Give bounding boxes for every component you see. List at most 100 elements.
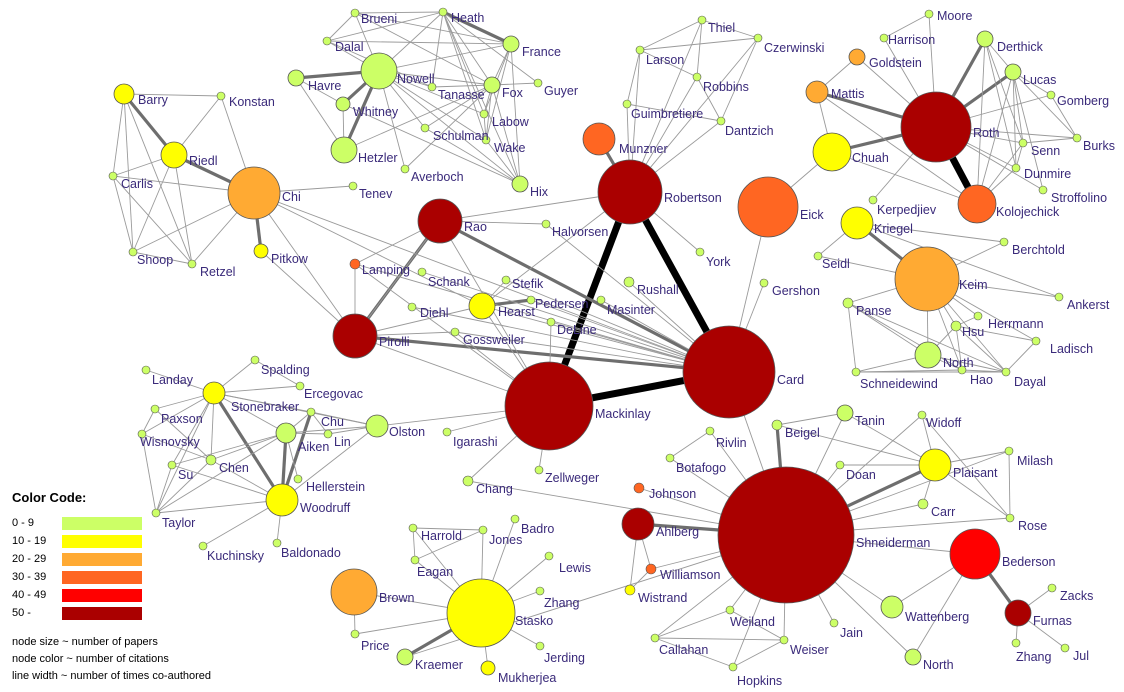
author-node[interactable]	[330, 136, 358, 164]
author-node[interactable]	[836, 404, 854, 422]
author-node[interactable]	[805, 80, 829, 104]
author-node[interactable]	[900, 91, 972, 163]
author-node[interactable]	[167, 460, 177, 470]
author-node[interactable]	[330, 568, 378, 616]
author-node[interactable]	[924, 9, 934, 19]
author-node[interactable]	[623, 276, 635, 288]
author-node[interactable]	[1054, 292, 1064, 302]
author-node[interactable]	[725, 605, 735, 615]
author-node[interactable]	[692, 72, 702, 82]
author-node[interactable]	[582, 122, 616, 156]
author-node[interactable]	[275, 422, 297, 444]
author-node[interactable]	[840, 206, 874, 240]
author-node[interactable]	[1004, 446, 1014, 456]
author-node[interactable]	[622, 99, 632, 109]
author-node[interactable]	[1018, 138, 1028, 148]
author-node[interactable]	[1011, 638, 1021, 648]
author-node[interactable]	[483, 76, 501, 94]
author-node[interactable]	[1047, 583, 1057, 593]
author-node[interactable]	[408, 523, 418, 533]
author-node[interactable]	[365, 414, 389, 438]
author-node[interactable]	[918, 448, 952, 482]
author-node[interactable]	[272, 538, 282, 548]
author-node[interactable]	[1001, 367, 1011, 377]
author-node[interactable]	[417, 198, 463, 244]
author-node[interactable]	[137, 429, 147, 439]
author-node[interactable]	[546, 317, 556, 327]
author-node[interactable]	[904, 648, 922, 666]
author-node[interactable]	[128, 247, 138, 257]
author-node[interactable]	[976, 30, 994, 48]
author-node[interactable]	[533, 78, 543, 88]
author-node[interactable]	[108, 171, 118, 181]
author-node[interactable]	[446, 578, 516, 648]
author-node[interactable]	[253, 243, 269, 259]
author-node[interactable]	[957, 184, 997, 224]
author-node[interactable]	[323, 429, 333, 439]
author-node[interactable]	[1038, 185, 1048, 195]
author-node[interactable]	[450, 327, 460, 337]
author-node[interactable]	[999, 237, 1009, 247]
author-node[interactable]	[265, 483, 299, 517]
author-node[interactable]	[914, 341, 942, 369]
author-node[interactable]	[468, 292, 496, 320]
author-node[interactable]	[665, 453, 675, 463]
author-node[interactable]	[771, 419, 783, 431]
author-node[interactable]	[205, 454, 217, 466]
author-node[interactable]	[1060, 643, 1070, 653]
author-node[interactable]	[322, 36, 332, 46]
author-node[interactable]	[501, 275, 511, 285]
author-node[interactable]	[160, 141, 188, 169]
author-node[interactable]	[504, 361, 594, 451]
author-node[interactable]	[396, 648, 414, 666]
author-node[interactable]	[216, 91, 226, 101]
author-node[interactable]	[360, 52, 398, 90]
author-node[interactable]	[880, 595, 904, 619]
author-node[interactable]	[250, 355, 260, 365]
author-node[interactable]	[306, 407, 316, 417]
author-node[interactable]	[438, 7, 448, 17]
author-node[interactable]	[510, 514, 520, 524]
author-node[interactable]	[335, 96, 351, 112]
author-node[interactable]	[950, 320, 962, 332]
author-node[interactable]	[868, 195, 878, 205]
author-node[interactable]	[511, 175, 529, 193]
author-node[interactable]	[227, 166, 281, 220]
author-node[interactable]	[716, 116, 726, 126]
author-node[interactable]	[633, 482, 645, 494]
author-node[interactable]	[151, 508, 161, 518]
author-node[interactable]	[596, 295, 606, 305]
author-node[interactable]	[842, 297, 854, 309]
author-node[interactable]	[479, 109, 489, 119]
author-node[interactable]	[350, 629, 360, 639]
author-node[interactable]	[150, 404, 160, 414]
author-node[interactable]	[544, 551, 554, 561]
author-node[interactable]	[728, 662, 738, 672]
author-node[interactable]	[187, 259, 197, 269]
author-node[interactable]	[635, 45, 645, 55]
author-node[interactable]	[949, 528, 1001, 580]
author-node[interactable]	[812, 132, 852, 172]
author-node[interactable]	[113, 83, 135, 105]
author-node[interactable]	[462, 475, 474, 487]
author-node[interactable]	[198, 541, 208, 551]
author-node[interactable]	[420, 123, 430, 133]
author-node[interactable]	[287, 69, 305, 87]
author-node[interactable]	[410, 555, 420, 565]
author-node[interactable]	[697, 15, 707, 25]
author-node[interactable]	[624, 584, 636, 596]
author-node[interactable]	[202, 381, 226, 405]
author-node[interactable]	[541, 219, 551, 229]
author-node[interactable]	[502, 35, 520, 53]
author-node[interactable]	[417, 267, 427, 277]
author-node[interactable]	[829, 618, 839, 628]
author-node[interactable]	[1072, 133, 1082, 143]
author-node[interactable]	[753, 33, 763, 43]
author-node[interactable]	[534, 465, 544, 475]
author-node[interactable]	[535, 586, 545, 596]
author-node[interactable]	[1046, 90, 1056, 100]
author-node[interactable]	[848, 48, 866, 66]
author-node[interactable]	[535, 641, 545, 651]
author-node[interactable]	[717, 466, 855, 604]
author-node[interactable]	[645, 563, 657, 575]
